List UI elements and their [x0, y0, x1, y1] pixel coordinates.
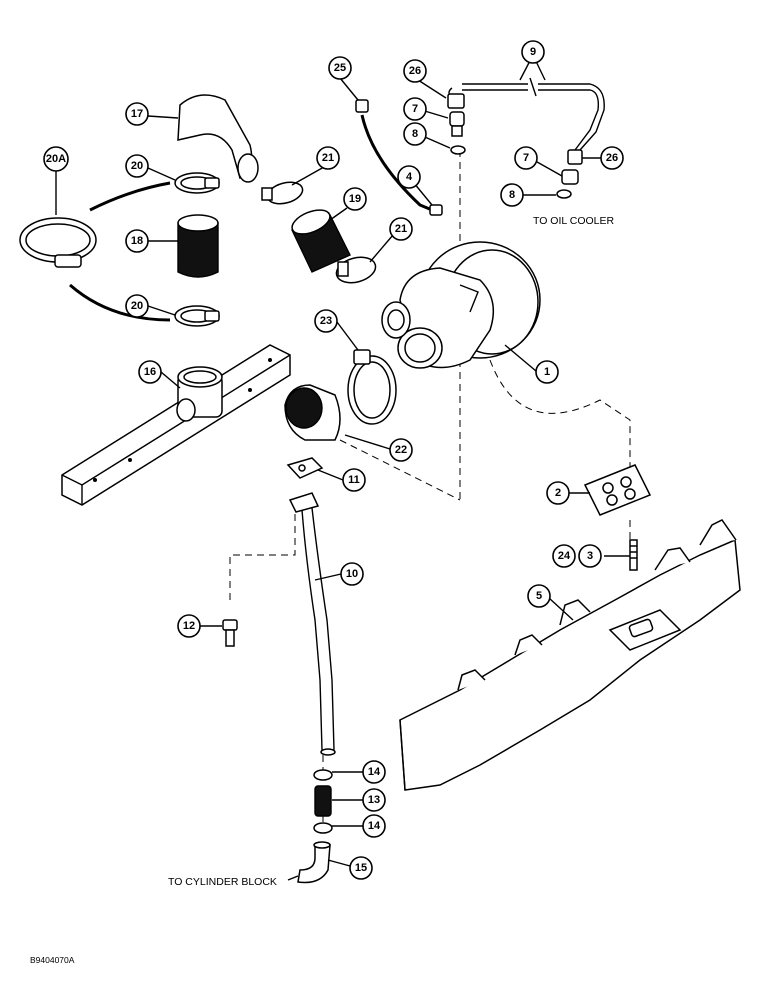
turbocharger: [381, 241, 541, 369]
svg-text:1: 1: [544, 366, 550, 378]
band-clamp: [19, 217, 97, 268]
svg-text:22: 22: [395, 444, 407, 456]
callout-7-right: 7: [514, 146, 538, 170]
callout-21-upper: 21: [316, 146, 340, 170]
straight-hose: [177, 214, 219, 278]
return-line: [355, 99, 443, 216]
hose-clamp-14-lower: [313, 822, 333, 834]
fitting-left: [447, 93, 466, 155]
callout-8-right: 8: [500, 183, 524, 207]
drawing-code: B9404070A: [30, 955, 75, 965]
clamp-line-upper: [89, 181, 171, 212]
callout-11: 11: [342, 468, 366, 492]
svg-text:8: 8: [509, 189, 515, 201]
alignment-lines: [229, 150, 631, 825]
callout-16: 16: [138, 360, 162, 384]
svg-text:15: 15: [355, 862, 367, 874]
svg-text:11: 11: [348, 474, 360, 486]
clamp-21-lower: [335, 256, 377, 284]
callout-24: 24: [552, 544, 576, 568]
callout-9: 9: [521, 40, 545, 64]
svg-text:17: 17: [131, 108, 143, 120]
callout-17: 17: [125, 102, 149, 126]
note-to-cylinder-block: TO CYLINDER BLOCK: [168, 876, 277, 888]
svg-text:2: 2: [555, 487, 561, 499]
hose-19: [291, 209, 351, 273]
svg-text:14: 14: [368, 766, 381, 778]
clamp-21-upper: [261, 181, 304, 205]
adapter-22: [284, 384, 341, 441]
drain-tube: [288, 492, 336, 756]
elbow-tube-15: [297, 841, 331, 884]
hose-13: [314, 785, 332, 817]
callout-22: 22: [389, 438, 413, 462]
svg-text:9: 9: [530, 46, 536, 58]
callout-14-lower: 14: [362, 814, 386, 838]
bolt-12: [222, 619, 238, 647]
svg-text:5: 5: [536, 590, 542, 602]
callout-20-upper: 20: [125, 154, 149, 178]
svg-text:16: 16: [144, 366, 156, 378]
hose-clamp-14-upper: [313, 769, 333, 781]
fitting-right: [556, 149, 583, 199]
svg-text:4: 4: [406, 171, 413, 183]
callout-10: 10: [340, 562, 364, 586]
callout-2: 2: [546, 481, 570, 505]
callout-3: 3: [578, 544, 602, 568]
callout-12: 12: [177, 614, 201, 638]
hose-clamp-upper: [174, 172, 220, 194]
svg-text:18: 18: [131, 235, 143, 247]
svg-text:21: 21: [395, 223, 407, 235]
callout-25: 25: [328, 56, 352, 80]
hose-clamp-lower: [174, 305, 220, 327]
svg-text:14: 14: [368, 820, 381, 832]
svg-text:12: 12: [183, 620, 195, 632]
callout-19: 19: [343, 187, 367, 211]
callout-23: 23: [314, 309, 338, 333]
stud-3: [629, 539, 638, 571]
svg-text:20: 20: [131, 160, 143, 172]
elbow-hose: [177, 94, 259, 183]
clamp-line-lower: [69, 283, 171, 322]
callout-21-lower: 21: [389, 217, 413, 241]
callout-5: 5: [527, 584, 551, 608]
svg-text:3: 3: [587, 550, 593, 562]
svg-text:13: 13: [368, 794, 380, 806]
svg-text:24: 24: [558, 550, 571, 562]
exhaust-manifold: [399, 519, 741, 791]
gasket-2: [583, 464, 652, 516]
gasket-11: [286, 457, 324, 479]
callout-7-left: 7: [403, 97, 427, 121]
callout-26-left: 26: [403, 59, 427, 83]
callout-8-left: 8: [403, 122, 427, 146]
svg-text:7: 7: [412, 103, 418, 115]
callout-15: 15: [349, 856, 373, 880]
svg-text:25: 25: [334, 62, 346, 74]
svg-text:26: 26: [606, 152, 618, 164]
svg-text:20: 20: [131, 300, 143, 312]
callout-13: 13: [362, 788, 386, 812]
svg-text:19: 19: [349, 193, 361, 205]
note-to-oil-cooler: TO OIL COOLER: [533, 215, 615, 227]
callout-26-right: 26: [600, 146, 624, 170]
intake-cover: [61, 344, 291, 506]
callout-14-upper: 14: [362, 760, 386, 784]
v-band-clamp-23: [347, 349, 397, 425]
oil-supply-line: [448, 77, 605, 151]
svg-text:20A: 20A: [46, 153, 66, 165]
svg-text:10: 10: [346, 568, 358, 580]
svg-text:26: 26: [409, 65, 421, 77]
callout-20-lower: 20: [125, 294, 149, 318]
svg-text:23: 23: [320, 315, 332, 327]
callout-1: 1: [535, 360, 559, 384]
callout-4: 4: [397, 165, 421, 189]
svg-text:8: 8: [412, 128, 418, 140]
callout-18: 18: [125, 229, 149, 253]
svg-text:21: 21: [322, 152, 334, 164]
svg-text:7: 7: [523, 152, 529, 164]
callout-20A: 20A: [43, 146, 69, 172]
